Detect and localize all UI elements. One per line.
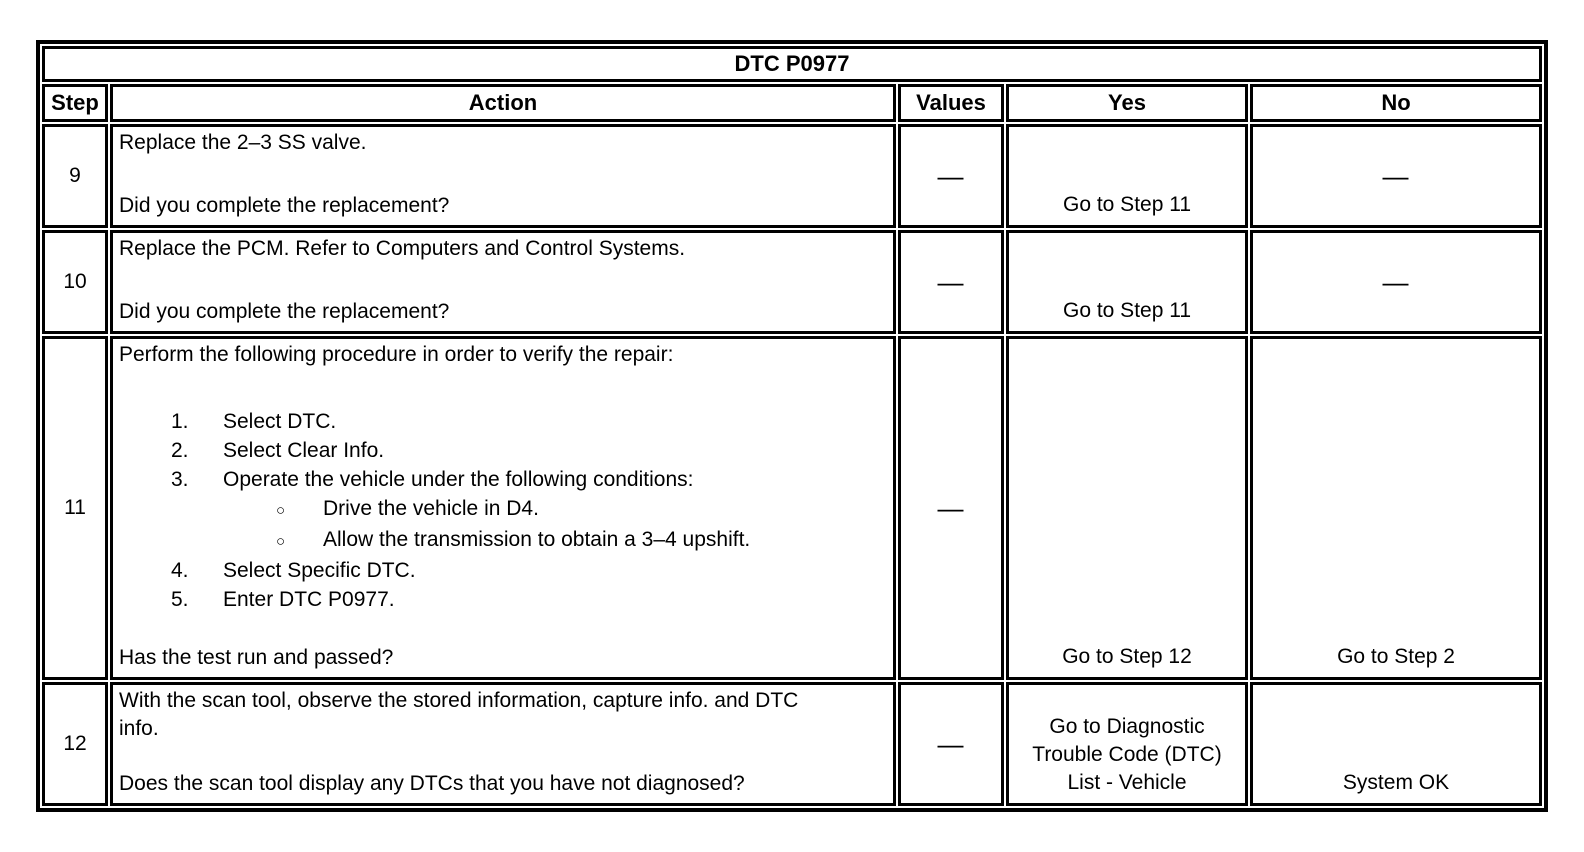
no-cell: Go to Step 2 [1250, 336, 1543, 680]
no-cell: System OK [1250, 682, 1543, 806]
values-cell: — [898, 124, 1004, 228]
step-cell: 10 [42, 230, 108, 334]
column-header-no: No [1250, 84, 1543, 122]
list-number: 5. [171, 588, 189, 611]
action-question: Did you complete the replacement? [119, 300, 450, 323]
action-question: Has the test run and passed? [119, 646, 394, 669]
list-item-text: Enter DTC P0977. [223, 588, 395, 611]
dtc-table: DTC P0977 Step Action Values Yes No 9 Re… [40, 44, 1544, 808]
values-cell: — [898, 230, 1004, 334]
values-dash: — [937, 492, 965, 523]
values-cell: — [898, 336, 1004, 680]
yes-text: Go to Step 11 [1062, 193, 1192, 216]
step-cell: 12 [42, 682, 108, 806]
circle-bullet-icon: ○ [276, 533, 286, 550]
step-cell: 9 [42, 124, 108, 228]
list-item: 4. Select Specific DTC. [119, 556, 885, 585]
list-number: 2. [171, 439, 189, 462]
action-question: Does the scan tool display any DTCs that… [119, 772, 745, 795]
yes-cell: Go to Step 11 [1006, 230, 1248, 334]
table-title: DTC P0977 [42, 46, 1543, 82]
no-cell: — [1250, 124, 1543, 228]
yes-text: Go to Step 11 [1062, 299, 1192, 322]
column-header-values: Values [898, 84, 1004, 122]
list-number: 4. [171, 559, 189, 582]
yes-cell: Go to Diagnostic Trouble Code (DTC) List… [1006, 682, 1248, 806]
table-title-row: DTC P0977 [42, 46, 1543, 82]
list-item: 5. Enter DTC P0977. [119, 585, 885, 614]
column-header-action: Action [110, 84, 896, 122]
values-cell: — [898, 682, 1004, 806]
values-dash: — [937, 160, 965, 191]
list-sub-item: ○ Allow the transmission to obtain a 3–4 … [119, 525, 885, 556]
list-item-text: Select Specific DTC. [223, 559, 416, 582]
list-sub-item: ○ Drive the vehicle in D4. [119, 494, 885, 525]
list-item-text: Allow the transmission to obtain a 3–4 u… [323, 528, 751, 551]
action-list: 1. Select DTC. 2. Select Clear Info. 3. Opera… [119, 407, 885, 614]
list-item: 1. Select DTC. [119, 407, 885, 436]
action-cell: With the scan tool, observe the stored i… [110, 682, 896, 806]
list-item-text: Select DTC. [223, 410, 337, 433]
yes-text: Go to Step 12 [1062, 645, 1192, 668]
action-text: Replace the PCM. Refer to Computers and … [119, 237, 686, 260]
no-text: Go to Step 2 [1337, 645, 1455, 668]
dtc-diagnostic-table: DTC P0977 Step Action Values Yes No 9 Re… [36, 40, 1548, 812]
action-cell: Replace the 2–3 SS valve. Did you comple… [110, 124, 896, 228]
values-dash: — [937, 728, 965, 759]
yes-cell: Go to Step 11 [1006, 124, 1248, 228]
list-item-text: Drive the vehicle in D4. [323, 497, 539, 520]
no-text: System OK [1342, 771, 1450, 794]
list-item-text: Select Clear Info. [223, 439, 385, 462]
step-cell: 11 [42, 336, 108, 680]
circle-bullet-icon: ○ [276, 502, 286, 519]
values-dash: — [937, 266, 965, 297]
table-row: 12 With the scan tool, observe the store… [42, 682, 1543, 806]
action-text: Replace the 2–3 SS valve. [119, 131, 367, 154]
no-cell: — [1250, 230, 1543, 334]
list-number: 1. [171, 410, 189, 433]
list-item: 2. Select Clear Info. [119, 436, 885, 465]
column-header-yes: Yes [1006, 84, 1248, 122]
no-dash: — [1382, 266, 1410, 297]
list-item-text: Operate the vehicle under the following … [223, 468, 694, 491]
action-text: Perform the following procedure in order… [119, 343, 674, 366]
action-question: Did you complete the replacement? [119, 194, 450, 217]
table-row: 10 Replace the PCM. Refer to Computers a… [42, 230, 1543, 334]
table-row: 11 Perform the following procedure in or… [42, 336, 1543, 680]
action-text: With the scan tool, observe the stored i… [119, 689, 799, 740]
list-item: 3. Operate the vehicle under the followin… [119, 465, 885, 494]
yes-cell: Go to Step 12 [1006, 336, 1248, 680]
action-cell: Replace the PCM. Refer to Computers and … [110, 230, 896, 334]
no-dash: — [1382, 160, 1410, 191]
column-header-step: Step [42, 84, 108, 122]
table-header-row: Step Action Values Yes No [42, 84, 1543, 122]
yes-text: Go to Diagnostic Trouble Code (DTC) List… [1032, 715, 1222, 794]
list-number: 3. [171, 468, 189, 491]
action-cell: Perform the following procedure in order… [110, 336, 896, 680]
table-row: 9 Replace the 2–3 SS valve. Did you comp… [42, 124, 1543, 228]
